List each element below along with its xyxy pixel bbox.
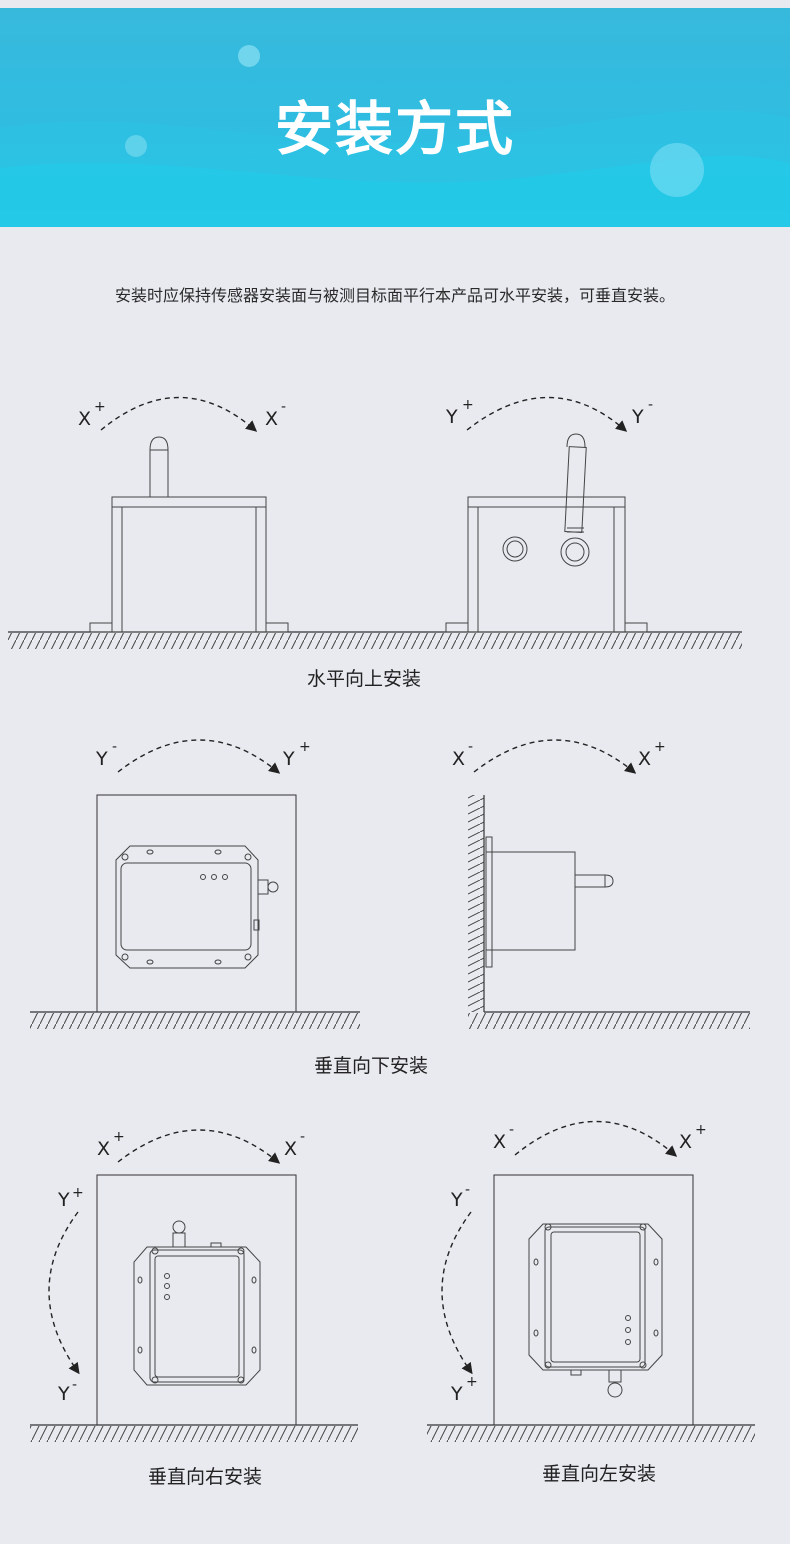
axis-sign-plus: + <box>94 399 106 415</box>
axis-sign-minus: - <box>300 1129 305 1145</box>
bubble-icon <box>125 135 147 157</box>
axis-sign-plus: + <box>695 1122 707 1138</box>
rotation-arrow <box>473 739 637 774</box>
rotation-arrow <box>466 396 628 432</box>
axis-label-x: X <box>97 1138 110 1160</box>
rotation-arrow <box>441 1211 473 1375</box>
axis-label-y: Y <box>57 1383 70 1405</box>
device-wall-side-view <box>485 836 614 968</box>
caption-vertical-left: 垂直向左安装 <box>541 1463 657 1485</box>
axis-label-y: Y <box>282 748 295 770</box>
axis-label-x: X <box>265 408 278 430</box>
device-vertical-right-view <box>133 1220 261 1386</box>
axis-label-x: X <box>452 748 465 770</box>
ground-hatch <box>8 631 742 649</box>
ground-hatch <box>30 1424 358 1442</box>
axis-label-y: Y <box>450 1189 463 1211</box>
bubble-icon <box>238 45 260 67</box>
rotation-arrow <box>48 1211 80 1375</box>
caption-horizontal-up: 水平向上安装 <box>306 668 422 690</box>
intro-text: 安装时应保持传感器安装面与被测目标面平行本产品可水平安装，可垂直安装。 <box>114 286 675 305</box>
header-banner: 安装方式 <box>0 8 790 227</box>
axis-sign-minus: - <box>509 1122 514 1138</box>
caption-vertical-right: 垂直向右安装 <box>147 1466 263 1488</box>
rotation-arrow <box>100 396 258 432</box>
axis-sign-minus: - <box>465 1182 470 1198</box>
axis-label-y: Y <box>95 748 108 770</box>
banner-wave-decoration <box>0 45 790 227</box>
mounting-surface <box>96 1174 297 1426</box>
axis-sign-plus: + <box>72 1185 84 1201</box>
axis-sign-minus: - <box>468 739 473 755</box>
axis-label-x: X <box>78 408 91 430</box>
axis-sign-minus: - <box>648 397 653 413</box>
axis-sign-minus: - <box>281 399 286 415</box>
axis-label-x: X <box>638 748 651 770</box>
device-top-view <box>115 845 279 969</box>
axis-sign-minus: - <box>72 1377 77 1393</box>
axis-label-y: Y <box>445 406 458 428</box>
caption-vertical-down: 垂直向下安装 <box>313 1055 429 1077</box>
axis-label-y: Y <box>57 1189 70 1211</box>
axis-label-y: Y <box>450 1383 463 1405</box>
axis-sign-plus: + <box>462 397 474 413</box>
axis-sign-plus: + <box>466 1374 478 1390</box>
mounting-surface <box>493 1174 694 1426</box>
ground-hatch <box>30 1011 360 1029</box>
ground-hatch <box>427 1424 755 1442</box>
axis-label-x: X <box>493 1131 506 1153</box>
device-front-view <box>89 436 289 633</box>
axis-sign-plus: + <box>113 1129 125 1145</box>
axis-label-x: X <box>679 1131 692 1153</box>
axis-sign-plus: + <box>299 739 311 755</box>
rotation-arrow <box>514 1120 678 1157</box>
axis-sign-minus: - <box>112 739 117 755</box>
axis-label-x: X <box>284 1138 297 1160</box>
wall-hatch <box>468 795 750 1029</box>
page-title: 安装方式 <box>274 95 515 163</box>
axis-sign-plus: + <box>654 739 666 755</box>
device-side-view <box>445 433 648 633</box>
device-vertical-left-view <box>528 1223 663 1398</box>
rotation-arrow <box>117 1129 281 1164</box>
axis-label-y: Y <box>631 406 644 428</box>
bubble-icon <box>650 143 704 197</box>
rotation-arrow <box>117 739 281 774</box>
mounting-surface <box>96 794 297 1013</box>
